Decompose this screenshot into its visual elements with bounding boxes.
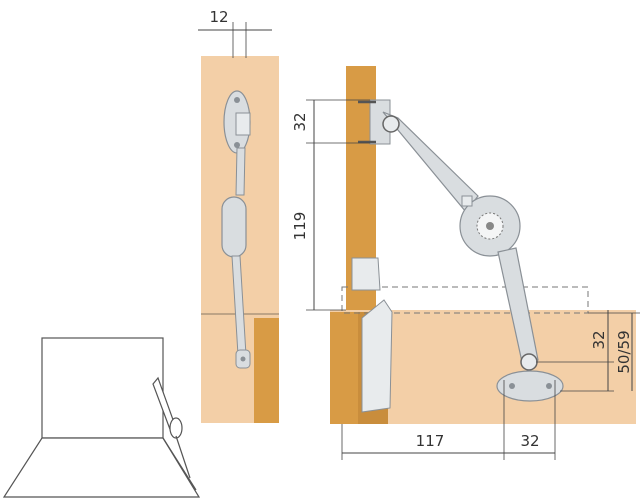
side-bottom-pivot-icon: [520, 353, 538, 371]
front-view-door-edge: [254, 318, 279, 423]
front-top-screw-icon: [234, 97, 240, 103]
front-mechanism-body: [221, 196, 247, 258]
dim-12-label: 12: [209, 8, 228, 26]
dim-32-right-label: 32: [590, 330, 608, 349]
cabinet-bottom: [2, 437, 201, 498]
side-view: 32 119 117 32 32 50/59: [291, 66, 640, 460]
dim-117-label: 117: [416, 432, 445, 450]
dim-50-59-label: 50/59: [615, 330, 633, 373]
side-base-screw-right-icon: [546, 383, 552, 389]
front-upper-arm: [235, 147, 246, 196]
cabinet-stay-arm: [175, 435, 191, 479]
front-view: 12: [198, 8, 279, 423]
front-base-screw-icon: [240, 356, 246, 362]
dim-119-label: 119: [291, 212, 309, 241]
cabinet-back: [41, 337, 164, 439]
side-gear-center-icon: [486, 222, 494, 230]
cabinet-hinge-icon: [169, 417, 183, 439]
side-upper-catch: [351, 257, 381, 291]
dim-32-bottom-label: 32: [520, 432, 539, 450]
side-base-screw-left-icon: [509, 383, 515, 389]
cabinet-edge: [162, 437, 197, 491]
side-adjust-knob: [461, 195, 473, 207]
cabinet-icon: [2, 337, 201, 498]
front-bottom-screw-icon: [234, 142, 240, 148]
side-base-plate: [496, 370, 564, 402]
closed-lid-outline: [341, 286, 589, 314]
side-door-bracket: [361, 299, 393, 413]
dim-32-top-label: 32: [291, 112, 309, 131]
front-top-bracket: [235, 112, 251, 136]
side-top-pivot-icon: [382, 115, 400, 133]
side-view-door: [330, 312, 360, 424]
side-lower-arm: [497, 247, 539, 363]
